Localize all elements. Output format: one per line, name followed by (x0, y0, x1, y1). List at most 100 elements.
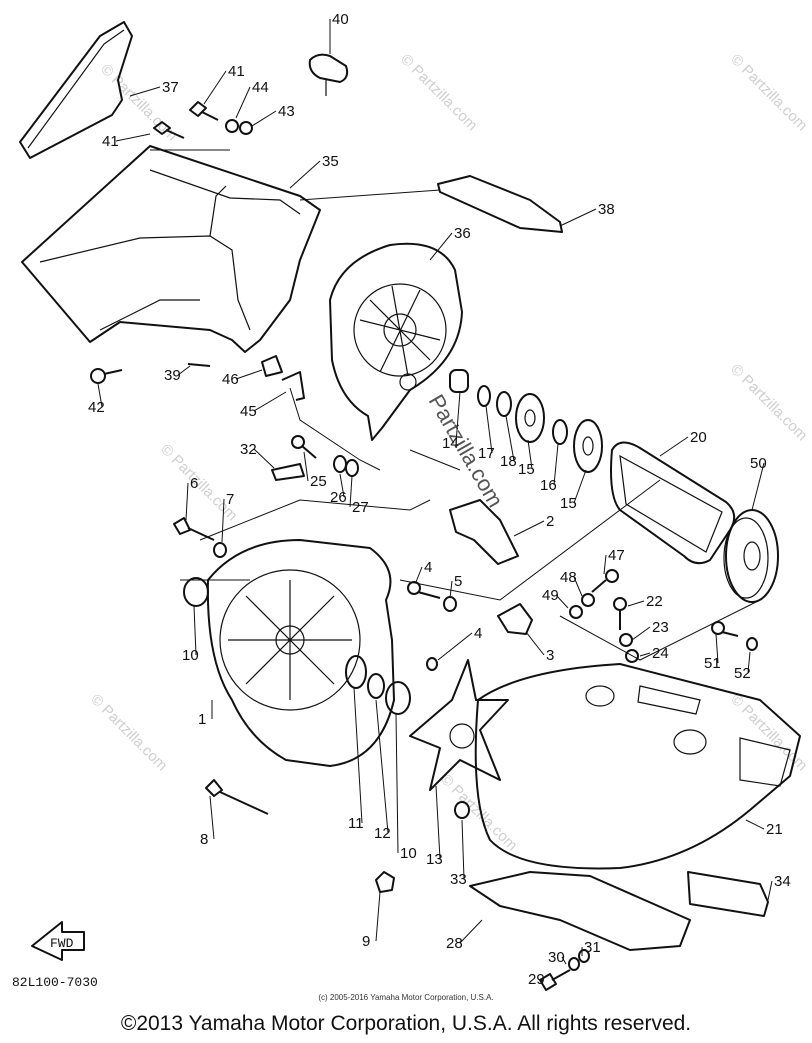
part-11-bearing (345, 655, 367, 689)
callout-leader-line (449, 580, 453, 599)
callout-leader-line (129, 86, 161, 97)
part-34-pad (687, 871, 769, 917)
callout-label-13: 13 (426, 851, 443, 868)
part-10-seal (183, 577, 209, 607)
callout-label-39: 39 (164, 367, 181, 384)
callout-label-14: 14 (442, 435, 459, 452)
callout-label-28: 28 (446, 935, 463, 952)
callout-label-27: 27 (352, 499, 369, 516)
part-23-washer (619, 633, 633, 647)
callout-leader-line (251, 110, 277, 127)
part-35-shroud (21, 145, 321, 353)
callout-label-34: 34 (774, 873, 791, 890)
part-25-bolt (291, 435, 317, 459)
part-31-washer (578, 949, 590, 963)
callout-leader-line (339, 473, 345, 498)
callout-label-8: 8 (200, 831, 208, 848)
diagram-code: 82L100-7030 (12, 975, 98, 990)
callout-leader-line (437, 632, 473, 661)
callout-label-41: 41 (228, 63, 245, 80)
callout-leader-line (303, 451, 309, 482)
callout-leader-line (485, 405, 493, 454)
callout-label-24: 24 (652, 645, 669, 662)
callout-leader-line (527, 439, 533, 470)
watermark-text: © Partzilla.com (157, 441, 240, 524)
part-52-washer (746, 637, 758, 651)
part-1-fan-case (206, 539, 395, 767)
fwd-label: FWD (50, 936, 74, 951)
callout-label-11: 11 (348, 815, 364, 832)
callout-label-50: 50 (750, 455, 767, 472)
callout-leader-line (715, 633, 719, 664)
callout-leader-line (751, 462, 765, 511)
callout-label-9: 9 (362, 933, 370, 950)
callout-label-10: 10 (182, 647, 199, 664)
callout-label-32: 32 (240, 441, 257, 458)
callout-label-31: 31 (584, 939, 601, 956)
callout-leader-line (221, 498, 225, 543)
part-4-pin (426, 657, 438, 671)
callout-label-6: 6 (190, 475, 198, 492)
part-14-collar (449, 369, 469, 393)
callout-label-17: 17 (478, 445, 495, 462)
part-38-cover (437, 175, 563, 233)
callout-label-16: 16 (540, 477, 557, 494)
callout-label-52: 52 (734, 665, 751, 682)
part-9-nut (375, 871, 395, 893)
callout-leader-line (631, 626, 651, 641)
part-48-washer (581, 593, 595, 607)
callout-label-15: 15 (518, 461, 535, 478)
part-22-bolt (613, 597, 627, 630)
part-49-washer (569, 605, 583, 619)
small-credit-line: (c) 2005-2016 Yamaha Motor Corporation, … (318, 993, 494, 1002)
callout-label-3: 3 (546, 647, 554, 664)
callout-label-23: 23 (652, 619, 669, 636)
part-43-washer (239, 121, 253, 135)
callout-label-48: 48 (560, 569, 577, 586)
callout-leader-line (561, 956, 567, 965)
part-4-bolt (407, 581, 441, 599)
callout-label-43: 43 (278, 103, 295, 120)
part-3-bracket (497, 603, 533, 635)
callout-leader-line (193, 605, 197, 656)
part-41-bolt (189, 101, 219, 121)
watermark-text: © Partzilla.com (727, 361, 810, 444)
callout-label-42: 42 (88, 399, 105, 416)
callout-label-47: 47 (608, 547, 625, 564)
callout-label-33: 33 (450, 871, 467, 888)
part-16-washer (552, 419, 568, 445)
callout-label-4: 4 (424, 559, 432, 576)
callout-leader-line (573, 576, 583, 597)
part-27-nut (345, 459, 359, 477)
part-20-belt (610, 441, 736, 565)
callout-leader-line (415, 566, 423, 583)
callout-leader-line (429, 232, 453, 261)
watermark-text: © Partzilla.com (727, 51, 810, 134)
part-8-bolt (205, 779, 269, 815)
callout-leader-line (459, 919, 483, 944)
callout-leader-line (253, 391, 287, 412)
callout-leader-line (525, 631, 545, 656)
callout-label-44: 44 (252, 79, 269, 96)
callout-label-7: 7 (226, 491, 234, 508)
part-6-bolt (173, 517, 215, 541)
callout-label-51: 51 (704, 655, 721, 672)
part-15-sheave-2 (573, 419, 603, 473)
callout-label-4: 4 (474, 625, 482, 642)
callout-label-35: 35 (322, 153, 339, 170)
callout-label-49: 49 (542, 587, 559, 604)
part-26-washer (333, 455, 347, 473)
part-29-bolt (539, 969, 571, 991)
callout-leader-line (177, 365, 191, 376)
callout-leader-line (185, 482, 189, 521)
callout-leader-line (253, 448, 275, 469)
part-12-washer (367, 673, 385, 699)
callout-leader-line (559, 208, 597, 227)
part-24-nut (625, 649, 639, 663)
watermark-text: © Partzilla.com (397, 51, 480, 134)
part-30-washer (568, 957, 580, 971)
assembly-lines (150, 149, 761, 661)
callout-label-2: 2 (546, 513, 554, 530)
